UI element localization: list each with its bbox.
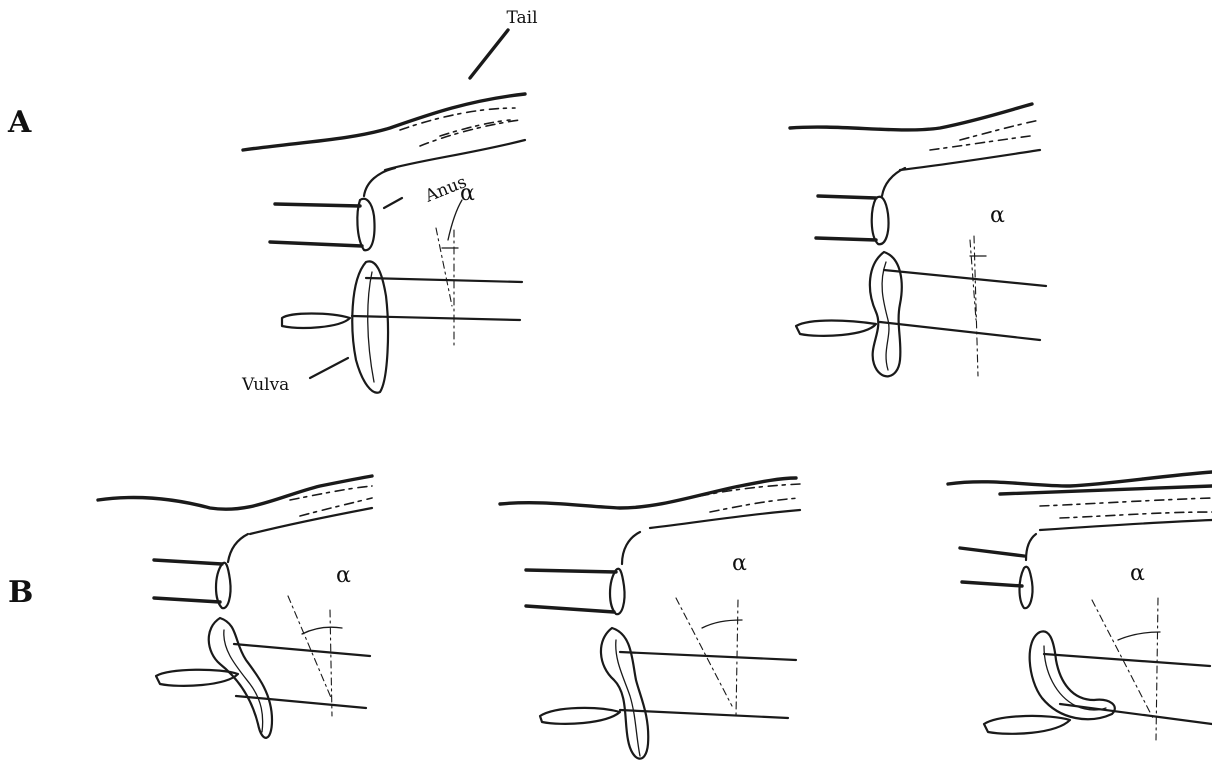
tail-label: Tail [506,8,537,28]
angle-label-b1: α [336,563,351,588]
angle-label-a2: α [990,203,1005,228]
panel-label-a: A [7,105,32,140]
panel-b-drawing-1 [98,476,372,738]
angle-label-b2: α [732,551,747,576]
panel-b-drawing-2 [500,478,800,759]
angle-label-b3: α [1130,561,1145,586]
panel-a-drawing-1 [243,30,525,393]
angle-label-a1: α [460,181,475,206]
panel-b-drawing-3 [948,472,1212,740]
panel-label-b: B [8,575,33,610]
vulva-label: Vulva [241,375,289,395]
panel-a-drawing-2 [790,104,1046,376]
